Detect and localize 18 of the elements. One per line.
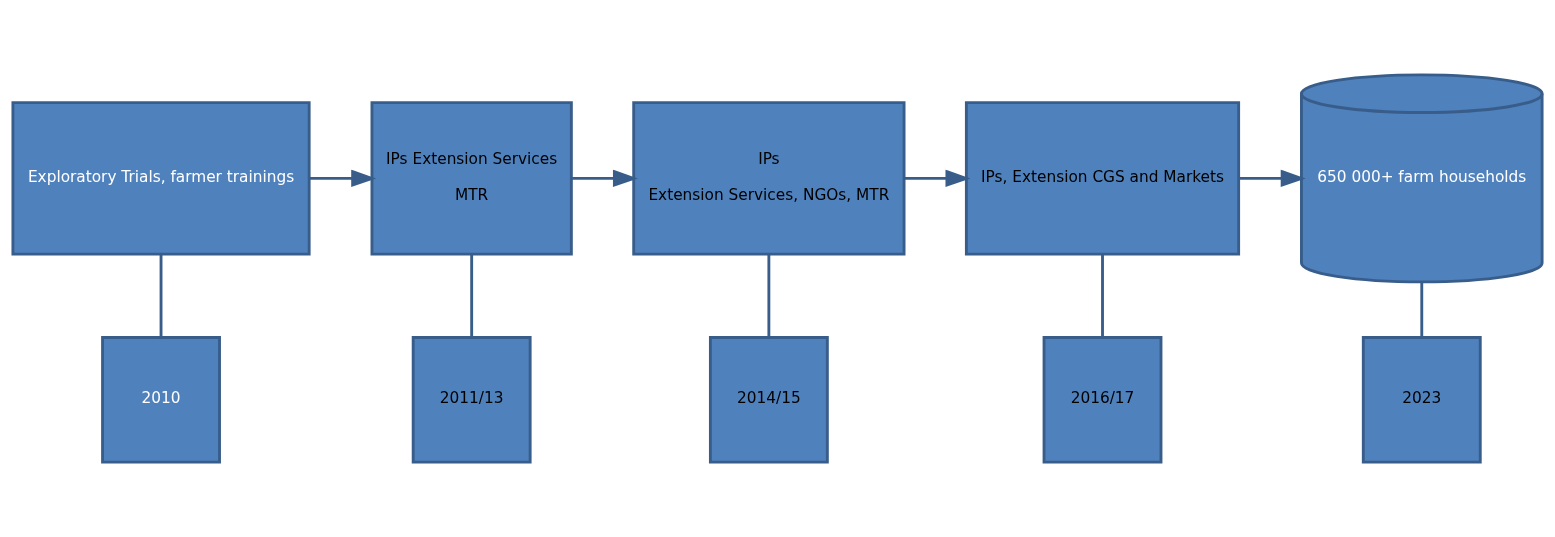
node-box: 2016/17 [1042, 336, 1163, 464]
connector [470, 254, 474, 338]
node-box: 2010 [101, 336, 221, 464]
connector [1101, 254, 1104, 338]
arrow [904, 169, 971, 188]
node-box: 2011/13 [411, 336, 532, 464]
connector [1420, 282, 1424, 338]
connector [159, 254, 163, 338]
node-box: IPs, Extension CGS and Markets [964, 101, 1241, 256]
connector [767, 254, 771, 338]
arrow [1238, 169, 1306, 188]
node-box: IPs Extension Services MTR [370, 101, 573, 256]
node-box: 2023 [1361, 336, 1482, 464]
node-box: 2014/15 [708, 336, 829, 464]
node-box: IPs Extension Services, NGOs, MTR [632, 101, 906, 256]
arrow [309, 169, 377, 188]
arrow [571, 169, 638, 188]
node-box: Exploratory Trials, farmer trainings [11, 101, 311, 256]
